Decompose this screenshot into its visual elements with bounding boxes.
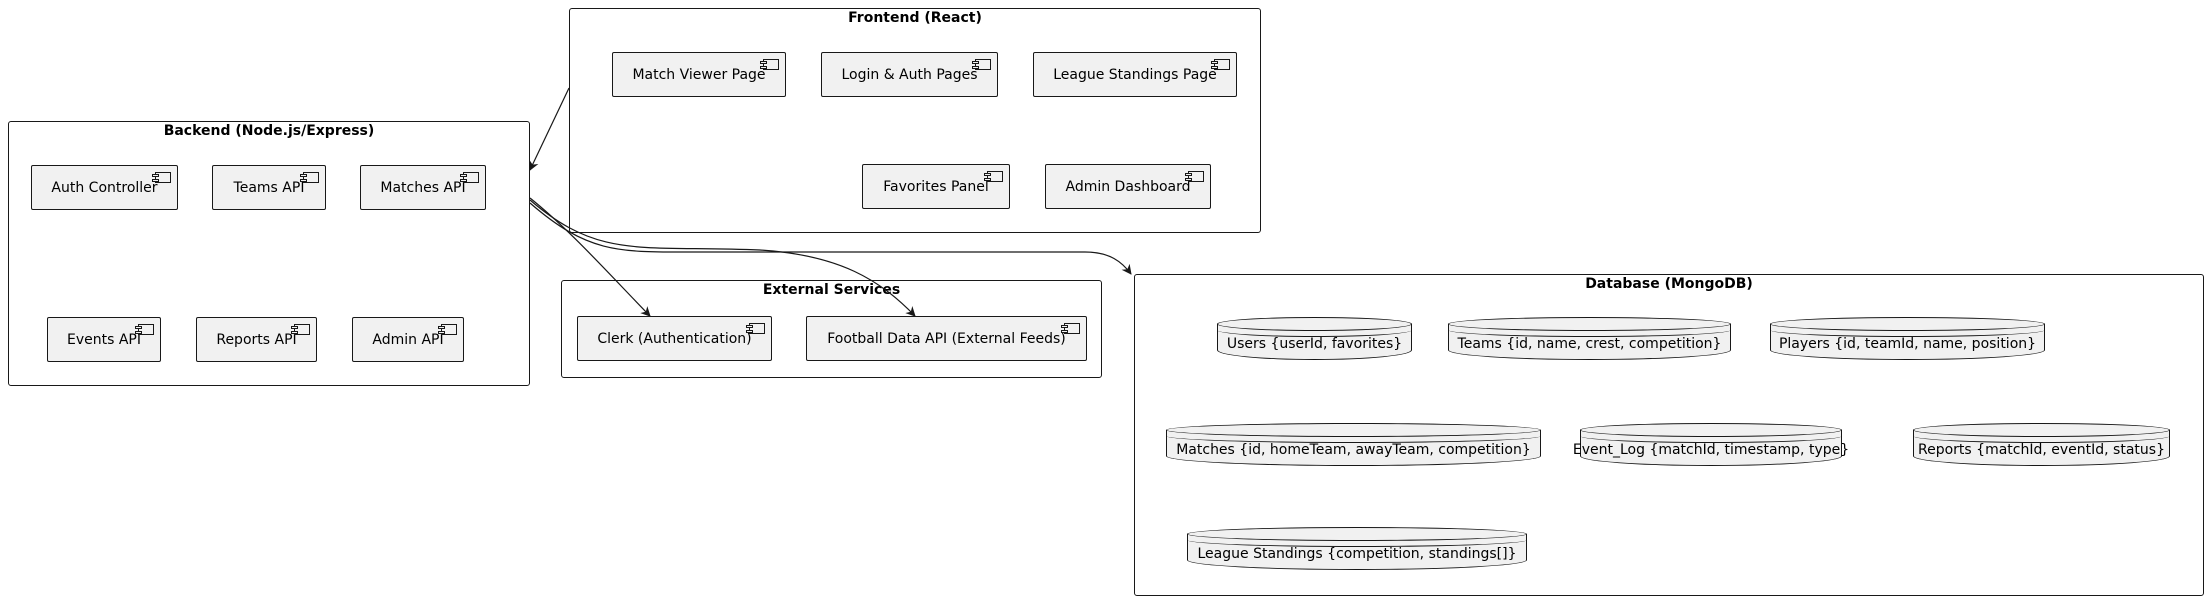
db-collection-label: Matches {id, homeTeam, awayTeam, competi… xyxy=(1176,442,1531,458)
external-services-package-title: External Services xyxy=(762,282,901,298)
component-label: Match Viewer Page xyxy=(632,66,766,83)
component-label: Matches API xyxy=(380,179,466,196)
db-collection-label: Users {userId, favorites} xyxy=(1226,336,1403,352)
component-label: Admin Dashboard xyxy=(1065,178,1191,195)
component-reports-api: Reports API xyxy=(196,317,317,362)
component-icon xyxy=(1185,171,1204,182)
component-icon xyxy=(291,324,310,335)
db-collection-label: Teams {id, name, crest, competition} xyxy=(1457,336,1722,352)
database-package-title: Database (MongoDB) xyxy=(1585,276,1753,292)
component-league-standings-page: League Standings Page xyxy=(1033,52,1237,97)
component-icon xyxy=(135,324,154,335)
component-favorites-panel: Favorites Panel xyxy=(862,164,1010,209)
component-label: Login & Auth Pages xyxy=(841,66,978,83)
db-collection-reports: Reports {matchId, eventId, status} xyxy=(1913,423,2170,466)
component-icon xyxy=(300,172,319,183)
db-collection-users: Users {userId, favorites} xyxy=(1217,317,1412,360)
component-icon xyxy=(760,59,779,70)
component-label: Reports API xyxy=(216,331,297,348)
db-collection-matches: Matches {id, homeTeam, awayTeam, competi… xyxy=(1166,423,1541,466)
frontend-package-title: Frontend (React) xyxy=(848,10,982,26)
component-matches-api: Matches API xyxy=(360,165,486,210)
component-icon xyxy=(746,323,765,334)
db-collection-teams: Teams {id, name, crest, competition} xyxy=(1448,317,1731,360)
component-admin-dashboard: Admin Dashboard xyxy=(1045,164,1211,209)
component-icon xyxy=(984,171,1003,182)
db-collection-label: Event_Log {matchId, timestamp, type} xyxy=(1572,442,1850,458)
component-label: Favorites Panel xyxy=(883,178,989,195)
component-login-auth-pages: Login & Auth Pages xyxy=(821,52,998,97)
component-icon xyxy=(1061,323,1080,334)
component-teams-api: Teams API xyxy=(212,165,326,210)
component-icon xyxy=(1211,59,1230,70)
db-collection-players: Players {id, teamId, name, position} xyxy=(1770,317,2045,360)
component-label: Football Data API (External Feeds) xyxy=(827,330,1066,347)
component-icon xyxy=(972,59,991,70)
component-admin-api: Admin API xyxy=(352,317,464,362)
component-label: Admin API xyxy=(372,331,444,348)
component-icon xyxy=(152,172,171,183)
db-collection-label: League Standings {competition, standings… xyxy=(1197,546,1517,562)
component-clerk-authentication: Clerk (Authentication) xyxy=(577,316,772,361)
component-auth-controller: Auth Controller xyxy=(31,165,178,210)
db-collection-label: Reports {matchId, eventId, status} xyxy=(1918,442,2165,458)
component-events-api: Events API xyxy=(47,317,161,362)
component-icon xyxy=(460,172,479,183)
component-match-viewer-page: Match Viewer Page xyxy=(612,52,786,97)
db-collection-league-standings: League Standings {competition, standings… xyxy=(1187,527,1527,570)
db-collection-label: Players {id, teamId, name, position} xyxy=(1778,336,2037,352)
component-label: Auth Controller xyxy=(51,179,158,196)
component-label: Teams API xyxy=(233,179,305,196)
component-label: Clerk (Authentication) xyxy=(597,330,752,347)
component-icon xyxy=(438,324,457,335)
edge-frontend-to-backend xyxy=(529,87,570,171)
component-label: League Standings Page xyxy=(1053,66,1217,83)
db-collection-event-log: Event_Log {matchId, timestamp, type} xyxy=(1573,423,1849,466)
backend-package-title: Backend (Node.js/Express) xyxy=(163,123,375,139)
component-football-data-api: Football Data API (External Feeds) xyxy=(806,316,1087,361)
component-label: Events API xyxy=(67,331,141,348)
